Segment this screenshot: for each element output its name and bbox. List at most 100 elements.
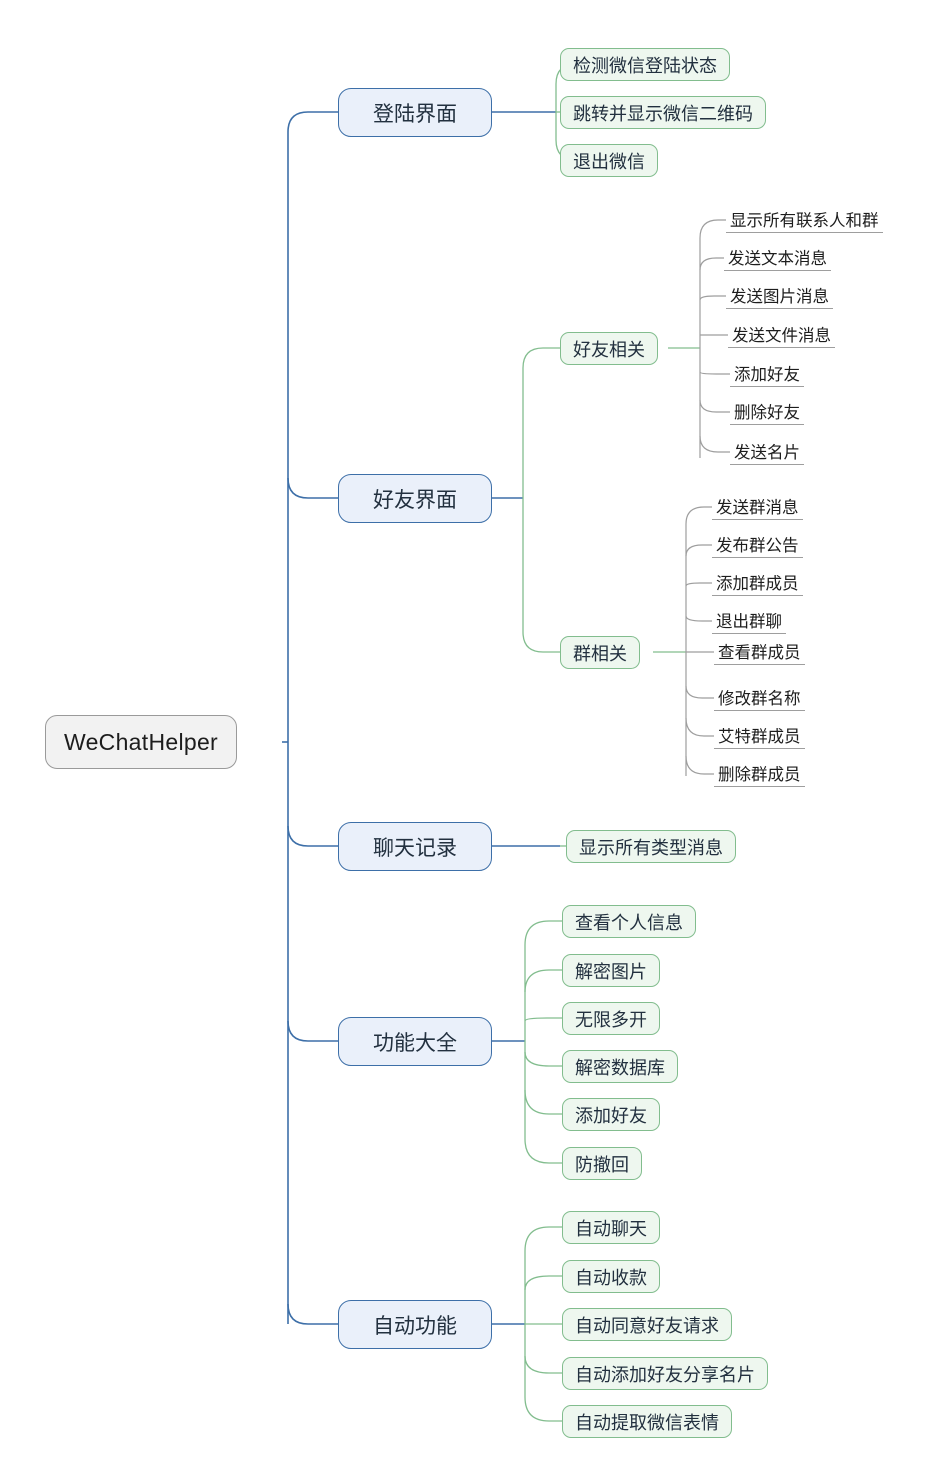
branch-node-features[interactable]: 功能大全 [338, 1017, 492, 1066]
leaf-send-business-card-label: 发送名片 [734, 444, 800, 462]
node-group-related[interactable]: 群相关 [560, 636, 640, 669]
leaf-show-all-contacts-and-groups[interactable]: 显示所有联系人和群 [726, 207, 883, 233]
node-friend-related-label: 好友相关 [573, 339, 645, 360]
branch-node-login-label: 登陆界面 [373, 102, 457, 126]
connector-features-child-1 [524, 920, 562, 946]
connector-auto-child-5 [524, 1396, 562, 1422]
connector-features-child-3 [524, 1017, 562, 1022]
branch-node-friend-ui-label: 好友界面 [373, 488, 457, 512]
node-show-qrcode[interactable]: 跳转并显示微信二维码 [560, 96, 766, 129]
leaf-send-image-message-label: 发送图片消息 [730, 288, 829, 306]
root-node-label: WeChatHelper [64, 728, 219, 755]
connector-group-leaf-1 [685, 506, 712, 525]
node-decrypt-image[interactable]: 解密图片 [562, 954, 660, 987]
connector-to-group-related [522, 631, 560, 653]
connector-auto-child-2 [524, 1275, 562, 1291]
node-auto-accept-friend-request[interactable]: 自动同意好友请求 [562, 1308, 732, 1341]
branch-node-chat-history[interactable]: 聊天记录 [338, 822, 492, 871]
branch-node-friend-ui[interactable]: 好友界面 [338, 474, 492, 523]
node-view-personal-info[interactable]: 查看个人信息 [562, 905, 696, 938]
connector-group-leaf-7 [685, 717, 714, 737]
connector-to-friend-related [522, 347, 560, 369]
node-logout-wechat[interactable]: 退出微信 [560, 144, 658, 177]
node-auto-add-friend-share-card[interactable]: 自动添加好友分享名片 [562, 1357, 768, 1390]
connector-to-friend-ui-up [287, 477, 338, 499]
connector-friend-leaf-5 [699, 371, 730, 375]
leaf-remove-group-member[interactable]: 删除群成员 [714, 761, 805, 787]
leaf-send-file-message[interactable]: 发送文件消息 [728, 322, 835, 348]
connector-to-auto [287, 1303, 338, 1325]
node-auto-chat[interactable]: 自动聊天 [562, 1211, 660, 1244]
node-detect-login-status-label: 检测微信登陆状态 [573, 55, 717, 76]
leaf-add-group-member-label: 添加群成员 [716, 575, 799, 593]
root-node[interactable]: WeChatHelper [45, 715, 238, 769]
leaf-modify-group-name-label: 修改群名称 [718, 690, 801, 708]
node-auto-chat-label: 自动聊天 [575, 1218, 647, 1239]
connector-group-leaf-4 [685, 615, 712, 622]
node-show-qrcode-label: 跳转并显示微信二维码 [573, 103, 753, 124]
connector-to-chat-history [287, 825, 338, 847]
connector-group-leaf-8 [685, 755, 714, 775]
leaf-mention-group-member[interactable]: 艾特群成员 [714, 723, 805, 749]
leaf-remove-group-member-label: 删除群成员 [718, 766, 801, 784]
leaf-add-group-member[interactable]: 添加群成员 [712, 570, 803, 596]
leaf-add-friend-label: 添加好友 [734, 366, 800, 384]
node-anti-recall[interactable]: 防撤回 [562, 1147, 642, 1180]
node-logout-wechat-label: 退出微信 [573, 151, 645, 172]
connector-friend-leaf-7 [699, 435, 730, 453]
leaf-add-friend[interactable]: 添加好友 [730, 361, 804, 387]
branch-node-features-label: 功能大全 [373, 1031, 457, 1055]
leaf-delete-friend-label: 删除好友 [734, 404, 800, 422]
connector-to-features [287, 1020, 338, 1042]
node-group-related-label: 群相关 [573, 643, 627, 664]
node-multi-instance-label: 无限多开 [575, 1009, 647, 1030]
node-detect-login-status[interactable]: 检测微信登陆状态 [560, 48, 730, 81]
leaf-send-group-message-label: 发送群消息 [716, 499, 799, 517]
node-features-add-friend-label: 添加好友 [575, 1105, 647, 1126]
leaf-send-group-message[interactable]: 发送群消息 [712, 494, 803, 520]
leaf-send-file-message-label: 发送文件消息 [732, 327, 831, 345]
node-anti-recall-label: 防撤回 [575, 1154, 629, 1175]
node-decrypt-database[interactable]: 解密数据库 [562, 1050, 678, 1083]
node-auto-add-friend-share-card-label: 自动添加好友分享名片 [575, 1364, 755, 1385]
connector-auto-child-4 [524, 1355, 562, 1374]
leaf-publish-group-announcement-label: 发布群公告 [716, 537, 799, 555]
branch-node-chat-history-label: 聊天记录 [373, 836, 457, 860]
node-friend-related[interactable]: 好友相关 [560, 332, 658, 365]
connector-friend-leaf-2 [699, 257, 724, 271]
connector-friend-leaf-1 [699, 219, 726, 239]
connector-to-login [287, 111, 338, 133]
leaf-view-group-members[interactable]: 查看群成员 [714, 639, 805, 665]
leaf-send-business-card[interactable]: 发送名片 [730, 439, 804, 465]
leaf-mention-group-member-label: 艾特群成员 [718, 728, 801, 746]
leaf-send-text-message[interactable]: 发送文本消息 [724, 245, 831, 271]
node-features-add-friend[interactable]: 添加好友 [562, 1098, 660, 1131]
node-decrypt-image-label: 解密图片 [575, 961, 647, 982]
leaf-quit-group-chat[interactable]: 退出群聊 [712, 608, 786, 634]
node-multi-instance[interactable]: 无限多开 [562, 1002, 660, 1035]
connector-auto-child-1 [524, 1226, 562, 1252]
node-auto-accept-friend-request-label: 自动同意好友请求 [575, 1315, 719, 1336]
leaf-publish-group-announcement[interactable]: 发布群公告 [712, 532, 803, 558]
connector-group-leaf-2 [685, 544, 712, 557]
node-auto-receive-payment-label: 自动收款 [575, 1267, 647, 1288]
branch-node-auto[interactable]: 自动功能 [338, 1300, 492, 1349]
node-show-all-message-types[interactable]: 显示所有类型消息 [566, 830, 736, 863]
node-auto-extract-stickers[interactable]: 自动提取微信表情 [562, 1405, 732, 1438]
connector-features-child-5 [524, 1089, 562, 1115]
leaf-show-all-contacts-and-groups-label: 显示所有联系人和群 [730, 212, 879, 230]
node-decrypt-database-label: 解密数据库 [575, 1057, 665, 1078]
connector-friend-leaf-3 [699, 295, 726, 301]
node-auto-extract-stickers-label: 自动提取微信表情 [575, 1412, 719, 1433]
leaf-delete-friend[interactable]: 删除好友 [730, 399, 804, 425]
connector-group-leaf-6 [685, 685, 714, 699]
node-auto-receive-payment[interactable]: 自动收款 [562, 1260, 660, 1293]
leaf-send-text-message-label: 发送文本消息 [728, 250, 827, 268]
leaf-view-group-members-label: 查看群成员 [718, 644, 801, 662]
leaf-send-image-message[interactable]: 发送图片消息 [726, 283, 833, 309]
leaf-modify-group-name[interactable]: 修改群名称 [714, 685, 805, 711]
connector-features-child-2 [524, 969, 562, 993]
node-view-personal-info-label: 查看个人信息 [575, 912, 683, 933]
branch-node-login[interactable]: 登陆界面 [338, 88, 492, 137]
